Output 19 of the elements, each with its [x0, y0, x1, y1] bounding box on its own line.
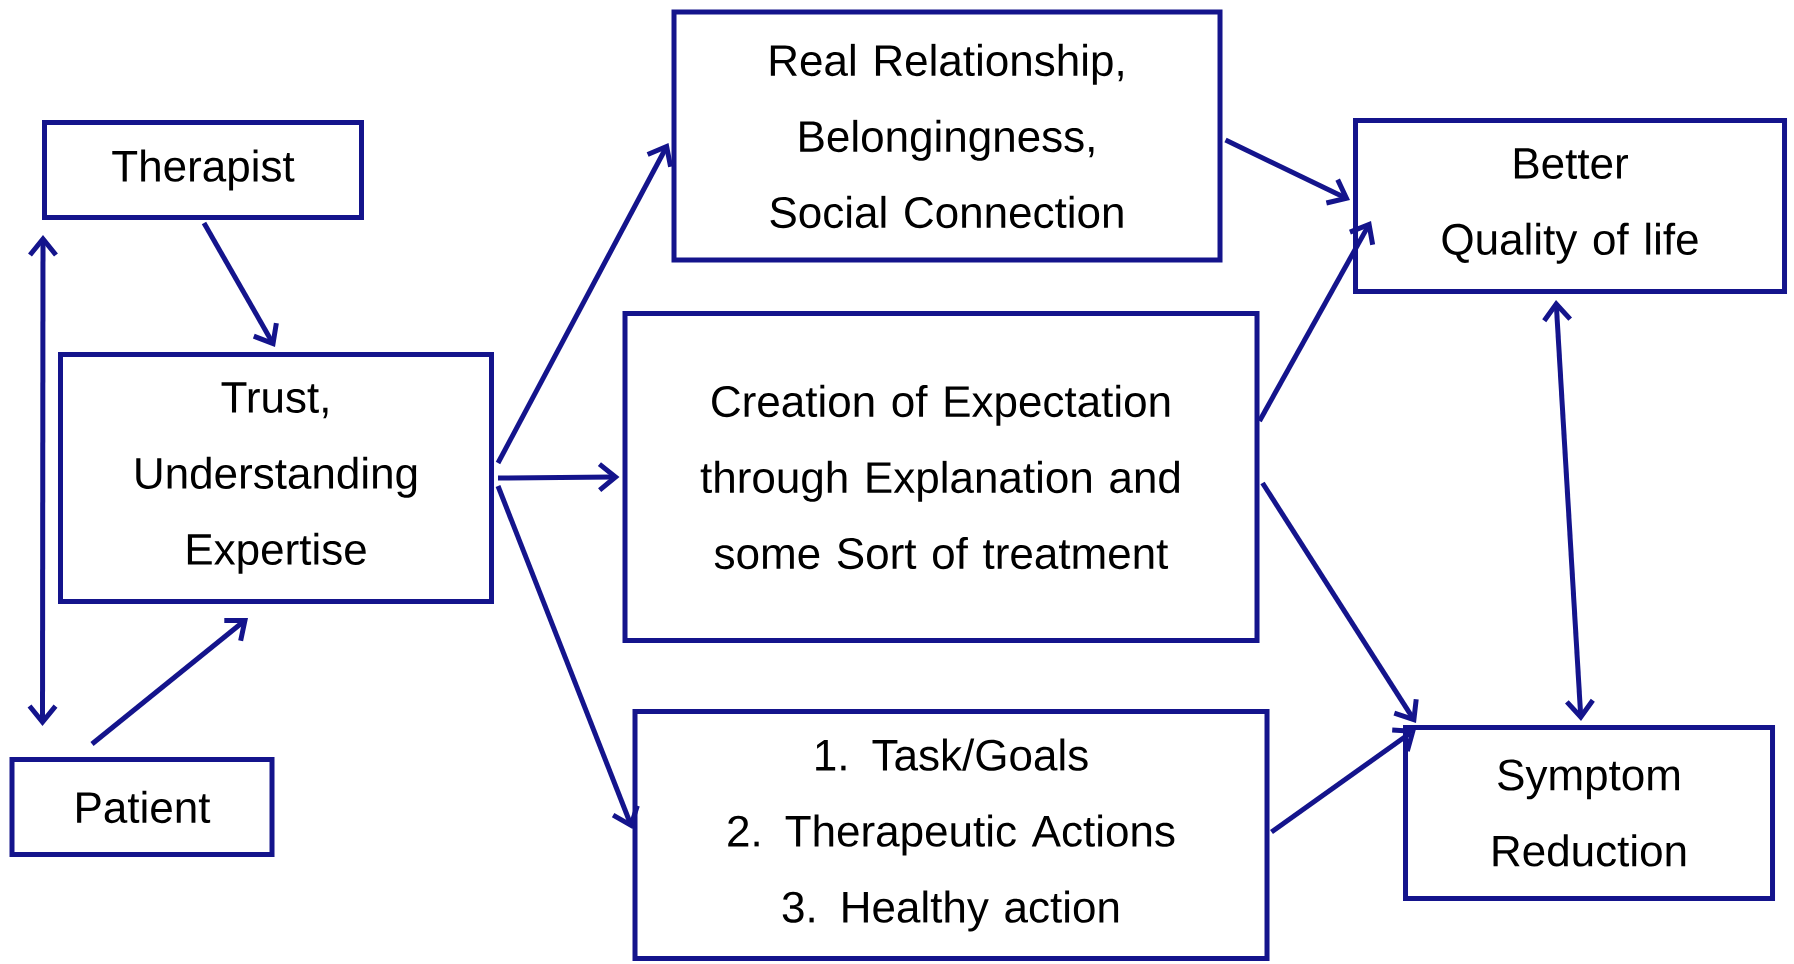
arrow — [201, 221, 279, 347]
arrow — [1257, 221, 1376, 423]
arrow — [495, 143, 674, 465]
process-box: Patient — [9, 757, 275, 857]
arrow — [1224, 137, 1350, 206]
arrow — [1260, 481, 1419, 723]
arrow — [495, 485, 640, 829]
process-box: Trust, Understanding Expertise — [58, 352, 494, 604]
process-box: Better Quality of life — [1353, 118, 1787, 294]
process-box: Symptom Reduction — [1403, 725, 1775, 901]
process-box: Creation of Expectation through Explanation and some Sort of treatment — [622, 311, 1260, 643]
arrow — [90, 617, 248, 746]
arrow — [1270, 727, 1416, 835]
process-box: Real Relationship, Belongingness, Social Connection — [671, 9, 1223, 263]
process-box: 1. Task/Goals 2. Therapeutic Actions 3. Healthy action — [632, 709, 1270, 961]
process-box: Therapist — [42, 120, 364, 220]
arrow — [1542, 300, 1595, 721]
arrow — [27, 235, 58, 726]
arrow — [497, 462, 620, 493]
